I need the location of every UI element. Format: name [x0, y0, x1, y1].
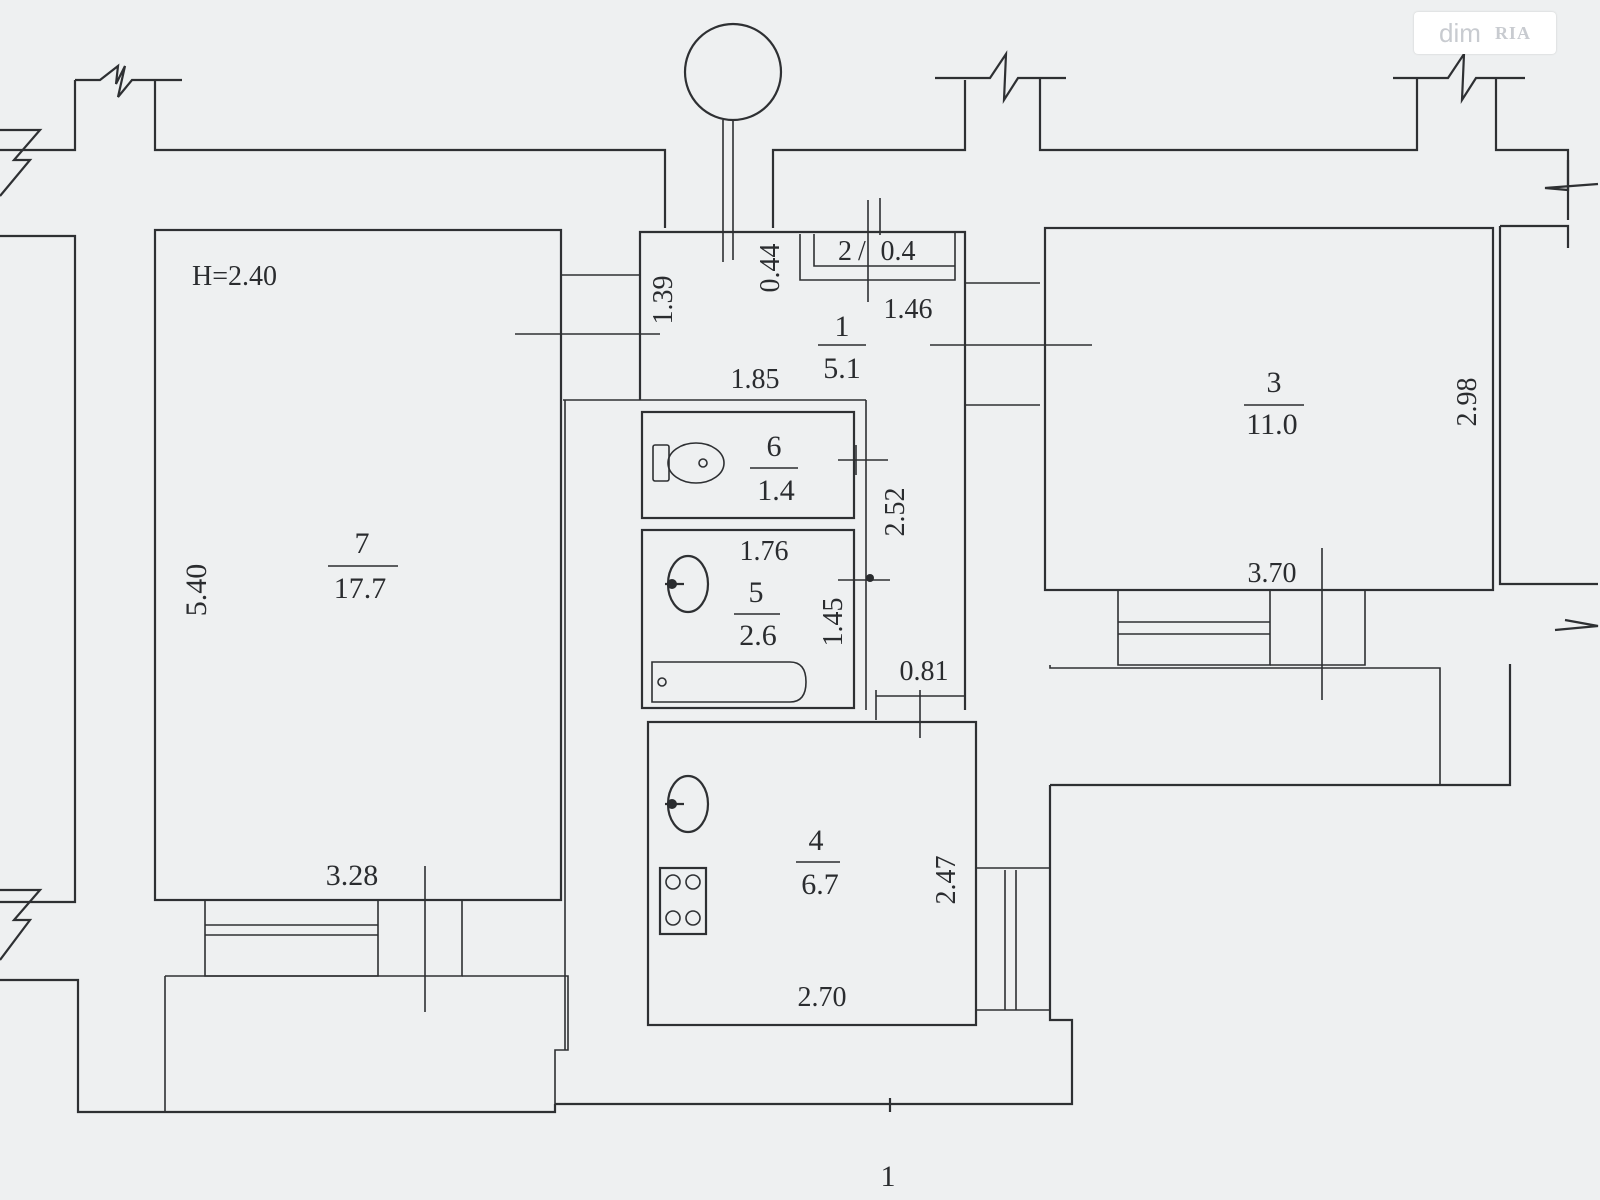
dim-kitchen-2-70: 2.70 — [798, 982, 847, 1013]
stove-icon — [658, 866, 708, 936]
room-6-number: 6 — [767, 430, 782, 463]
dim-room7-width: 3.28 — [326, 859, 379, 892]
room-7-area: 17.7 — [334, 572, 387, 605]
section-mark-label: 1 — [881, 1160, 896, 1193]
toilet-icon — [652, 442, 725, 484]
room-2-slash: / — [858, 236, 866, 267]
dim-bath-1-76: 1.76 — [740, 536, 789, 567]
room-4 — [646, 720, 1050, 1027]
dim-hall-2-52: 2.52 — [880, 488, 911, 537]
dim-hall-0-81: 0.81 — [900, 656, 949, 687]
room-1-number: 1 — [835, 310, 850, 343]
room-6-area: 1.4 — [757, 474, 795, 507]
room-3 — [1043, 226, 1495, 785]
room-7 — [153, 228, 569, 1112]
room-6 — [640, 400, 888, 710]
room-5-area: 2.6 — [739, 619, 777, 652]
watermark-sub: RIA — [1494, 22, 1531, 43]
ceiling-height-label: H=2.40 — [192, 261, 277, 292]
room-4-area: 6.7 — [801, 868, 839, 901]
dim-hall-1-85: 1.85 — [731, 364, 780, 395]
room-1-area: 5.1 — [823, 352, 861, 385]
room-5-number: 5 — [749, 576, 764, 609]
dim-room3-2-98: 2.98 — [1452, 378, 1483, 427]
dim-hall-1-39: 1.39 — [648, 276, 679, 325]
room-2-area: 0.4 — [881, 236, 916, 267]
room-3-number: 3 — [1267, 366, 1282, 399]
dim-hall-0-44: 0.44 — [755, 244, 786, 293]
watermark-brand: dim — [1439, 17, 1481, 48]
hall-walls — [515, 120, 1092, 710]
room-2-number-label: 2 — [838, 236, 852, 267]
dim-room3-3-70: 3.70 — [1248, 558, 1297, 589]
bathtub-icon — [651, 661, 807, 703]
watermark: dim RIA — [1414, 12, 1556, 54]
ventilation-shaft-icon — [683, 22, 783, 122]
sink-icon — [665, 554, 710, 614]
room-3-area: 11.0 — [1246, 408, 1297, 441]
dim-room7-height: 5.40 — [180, 564, 213, 617]
dim-kitchen-2-47: 2.47 — [931, 856, 962, 905]
exterior-walls — [0, 50, 1599, 1114]
room-7-number: 7 — [355, 527, 370, 560]
room-4-number: 4 — [809, 824, 824, 857]
dim-bath-1-45: 1.45 — [818, 598, 849, 647]
room-5 — [640, 528, 966, 738]
dim-hall-1-46: 1.46 — [884, 294, 933, 325]
kitchen-sink-icon — [665, 774, 710, 834]
